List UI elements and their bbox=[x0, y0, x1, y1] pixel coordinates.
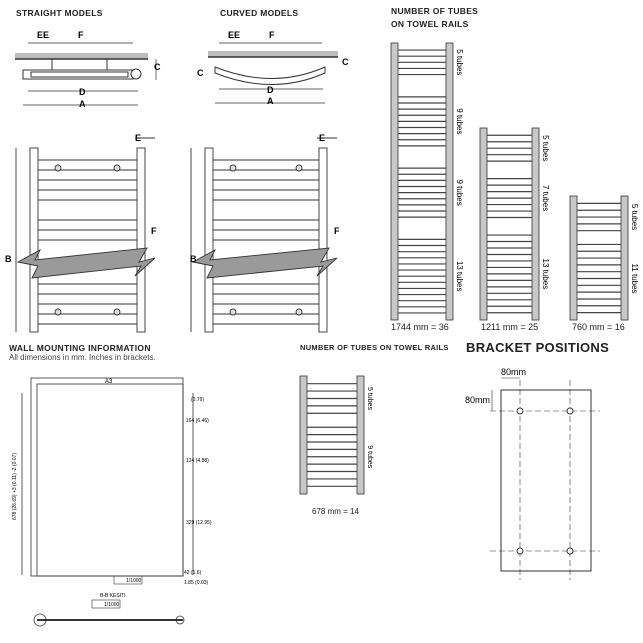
bracket-positions-heading: BRACKET POSITIONS bbox=[466, 340, 610, 355]
towel-rail-diagram: 5 tubes 7 tubes 13 tubes bbox=[479, 127, 550, 321]
dim-f-curved-front: F bbox=[334, 226, 340, 236]
dim-c-straight: C bbox=[154, 62, 161, 72]
dim-d-straight: D bbox=[79, 87, 86, 97]
wall-tolerance: 1/1000 bbox=[126, 578, 142, 584]
tube-group-label: 13 tubes bbox=[455, 261, 464, 292]
wall-width-dim: A3 bbox=[105, 379, 113, 385]
curved-top-view bbox=[208, 42, 338, 104]
wall-dim-3: 329 (12.95) bbox=[186, 520, 212, 526]
dim-b-straight: B bbox=[5, 254, 12, 264]
tube-group-label: 11 tubes bbox=[630, 263, 639, 293]
tube-group-label: 5 tubes bbox=[366, 387, 373, 410]
towel-rail-diagram: 5 tubes 11 tubes bbox=[569, 195, 639, 321]
wall-dim-1: 164 (6.46) bbox=[186, 418, 209, 424]
dim-ee-straight: EE bbox=[37, 30, 49, 40]
tube-group-label: 5 tubes bbox=[541, 135, 550, 161]
tube-group-label: 5 tubes bbox=[630, 204, 639, 230]
bracket-hole bbox=[516, 547, 524, 555]
bracket-hole bbox=[516, 407, 524, 415]
dim-d-curved: D bbox=[267, 85, 274, 95]
straight-models-heading: STRAIGHT MODELS bbox=[16, 8, 103, 18]
wall-dim-2: 124 (4.88) bbox=[186, 458, 209, 464]
tube-group-label: 13 tubes bbox=[541, 259, 550, 290]
dim-b-curved: B bbox=[190, 254, 197, 264]
bracket-vertical-dim: 80mm bbox=[465, 395, 490, 405]
wall-bottom-dim-1: 42 (1.6) bbox=[184, 570, 202, 576]
tube-group-label: 9 tubes bbox=[455, 180, 464, 206]
curved-front-view bbox=[190, 137, 338, 333]
tubes-heading-line1: NUMBER OF TUBES bbox=[391, 6, 479, 16]
tube-group-label: 9 tubes bbox=[455, 108, 464, 134]
towel-rail-diagram: 5 tubes 9 tubes bbox=[299, 375, 373, 495]
rail-caption-678: 678 mm = 14 bbox=[312, 507, 359, 516]
section-label: B-B KESITI bbox=[100, 593, 126, 599]
wall-height-dim: 678 (26.69) +3 (0.11) -2 (0.07) bbox=[12, 453, 18, 520]
straight-top-view bbox=[15, 42, 157, 106]
rail-caption-1744: 1744 mm = 36 bbox=[391, 322, 449, 332]
wall-mounting-drawing bbox=[21, 377, 194, 627]
dim-a-straight: A bbox=[79, 99, 86, 109]
tubes-small-heading: NUMBER OF TUBES ON TOWEL RAILS bbox=[300, 343, 449, 352]
dim-f-straight: F bbox=[78, 30, 84, 40]
dim-f-straight-front: F bbox=[151, 226, 157, 236]
dim-a-curved: A bbox=[267, 96, 274, 106]
dim-e-curved: E bbox=[319, 133, 325, 143]
bracket-hole bbox=[566, 547, 574, 555]
wall-mounting-heading: WALL MOUNTING INFORMATION bbox=[9, 343, 151, 353]
bracket-diagram bbox=[490, 377, 600, 580]
dim-c-curved-left: C bbox=[197, 68, 204, 78]
dim-e-straight: E bbox=[135, 133, 141, 143]
bracket-horizontal-dim: 80mm bbox=[501, 367, 526, 377]
dim-f-curved: F bbox=[269, 30, 275, 40]
dim-c-curved-right: C bbox=[342, 57, 349, 67]
straight-front-view bbox=[15, 137, 156, 333]
wall-bottom-dim-2: 1.85 (0.03) bbox=[184, 580, 209, 586]
towel-rail-diagram: 5 tubes 9 tubes 9 tubes 13 tubes bbox=[390, 42, 464, 321]
wall-top-dim: (0.79) bbox=[191, 397, 204, 403]
section-tolerance: 1/1000 bbox=[104, 602, 120, 608]
tubes-heading-line2: ON TOWEL RAILS bbox=[391, 19, 469, 29]
dim-ee-curved: EE bbox=[228, 30, 240, 40]
break-symbol bbox=[16, 247, 156, 279]
wall-mounting-note: All dimensions in mm. Inches in brackets… bbox=[9, 353, 156, 362]
tube-group-label: 9 tubes bbox=[366, 445, 373, 468]
tube-group-label: 5 tubes bbox=[455, 49, 464, 75]
bracket-hole bbox=[566, 407, 574, 415]
tube-group-label: 7 tubes bbox=[541, 185, 550, 211]
rail-caption-760: 760 mm = 16 bbox=[572, 322, 625, 332]
curved-models-heading: CURVED MODELS bbox=[220, 8, 299, 18]
break-symbol bbox=[191, 247, 338, 279]
rail-caption-1211: 1211 mm = 25 bbox=[481, 322, 539, 332]
